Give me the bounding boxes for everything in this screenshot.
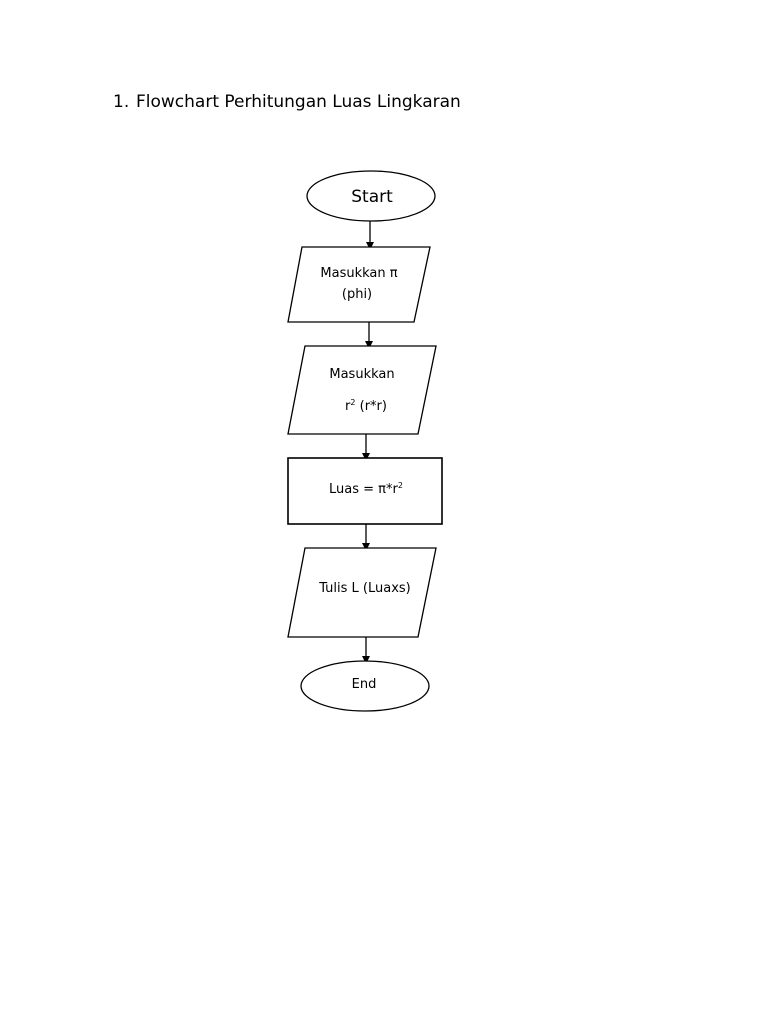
- input-r-label-line2: r2 (r*r): [345, 398, 387, 414]
- output-parallelogram: Tulis L (Luaxs): [287, 547, 437, 638]
- heading-number: 1.: [113, 92, 130, 112]
- input-pi-parallelogram: Masukkan π (phi): [287, 246, 431, 323]
- process-rectangle: Luas = π*r2: [287, 457, 443, 525]
- input-pi-label-line1: Masukkan π: [320, 266, 397, 281]
- input-r-parallelogram: Masukkan r2 (r*r): [287, 345, 437, 435]
- process-label: Luas = π*r2: [329, 481, 403, 497]
- end-terminal: End: [300, 660, 430, 712]
- output-label: Tulis L (Luaxs): [318, 581, 411, 596]
- start-label: Start: [351, 187, 393, 207]
- heading-title: Flowchart Perhitungan Luas Lingkaran: [136, 92, 461, 112]
- input-pi-label-line2: (phi): [342, 287, 372, 302]
- end-label: End: [352, 677, 377, 692]
- start-terminal: Start: [306, 170, 436, 222]
- page-heading: 1. Flowchart Perhitungan Luas Lingkaran: [113, 92, 461, 112]
- input-r-label-line1: Masukkan: [329, 367, 394, 382]
